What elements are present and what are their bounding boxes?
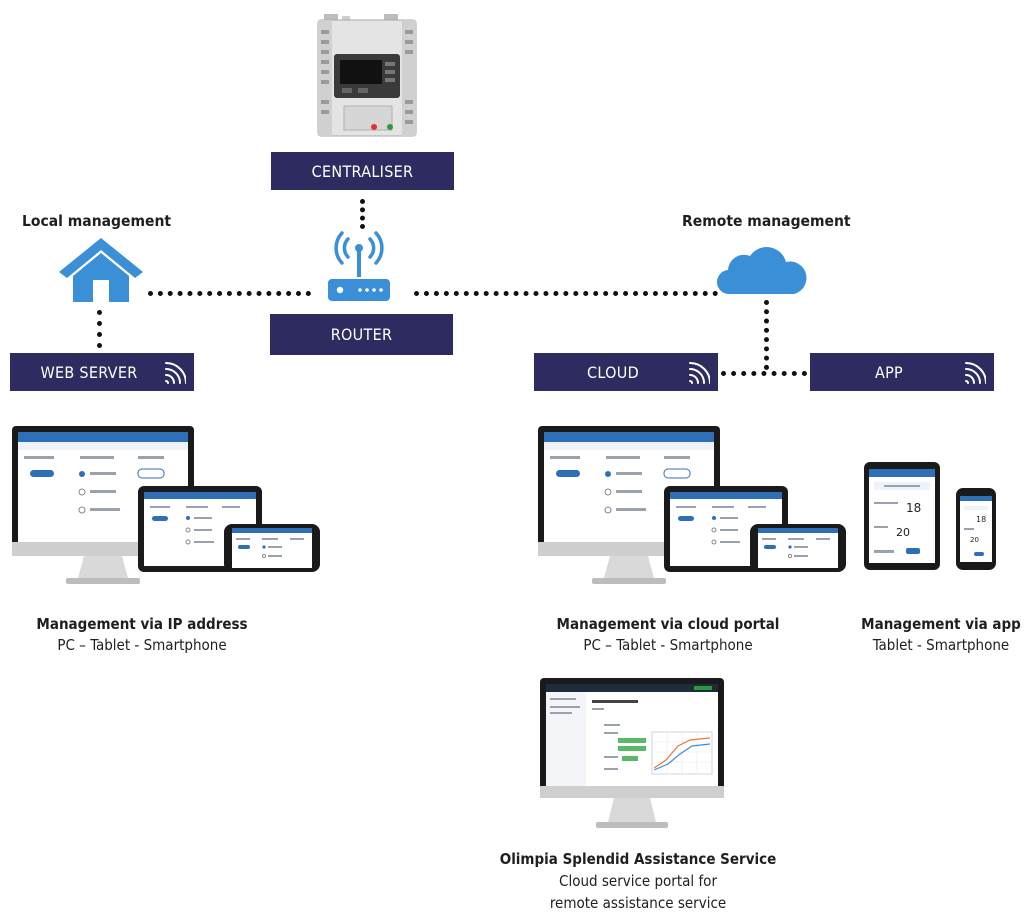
svg-text:18: 18 <box>976 515 986 524</box>
remote-management-heading: Remote management <box>682 212 851 230</box>
caption-assist: Olimpia Splendid Assistance Service Clou… <box>488 848 788 914</box>
app-box: APP <box>810 353 994 391</box>
router-icon <box>318 229 400 305</box>
caption-cloud-title: Management via cloud portal <box>556 615 780 633</box>
centraliser-box: CENTRALISER <box>271 152 454 190</box>
connector-cloud-down <box>764 300 769 370</box>
svg-text:18: 18 <box>906 501 921 515</box>
app-devices-illustration: 18 20 18 20 <box>862 460 998 572</box>
caption-app-title: Management via app <box>861 615 1021 633</box>
caption-cloud: Management via cloud portal PC – Tablet … <box>536 614 800 656</box>
connector-centraliser-router <box>360 199 365 229</box>
app-label: APP <box>874 362 904 382</box>
caption-app: Management via app Tablet - Smartphone <box>858 614 1024 656</box>
connector-house-router <box>148 291 311 296</box>
router-label: ROUTER <box>330 325 393 344</box>
caption-assist-sub2: remote assistance service <box>549 894 727 912</box>
assistance-monitor-illustration <box>538 676 728 836</box>
connector-cloud-app <box>721 371 807 376</box>
caption-ip-title: Management via IP address <box>36 615 248 633</box>
centraliser-device <box>314 14 420 142</box>
cloud-box: CLOUD <box>534 353 718 391</box>
caption-assist-title: Olimpia Splendid Assistance Service <box>499 850 777 868</box>
caption-assist-sub1: Cloud service portal for <box>559 872 717 890</box>
caption-ip: Management via IP address PC – Tablet - … <box>10 614 274 656</box>
house-icon <box>57 236 145 304</box>
caption-ip-sub: PC – Tablet - Smartphone <box>57 636 227 654</box>
wifi-icon <box>689 362 710 384</box>
svg-text:20: 20 <box>896 526 910 539</box>
caption-cloud-sub: PC – Tablet - Smartphone <box>583 636 753 654</box>
ip-devices-illustration <box>10 424 322 592</box>
svg-text:20: 20 <box>970 536 979 544</box>
wifi-icon <box>965 362 986 384</box>
router-box: ROUTER <box>270 314 453 355</box>
connector-router-cloud <box>414 291 718 296</box>
web-server-label: WEB SERVER <box>40 362 138 382</box>
centraliser-label: CENTRALISER <box>311 161 414 181</box>
caption-app-sub: Tablet - Smartphone <box>872 636 1010 654</box>
wifi-icon <box>165 362 186 384</box>
local-management-heading: Local management <box>22 212 172 230</box>
cloud-icon <box>716 240 808 296</box>
connector-house-webserver <box>97 310 102 348</box>
cloud-label: CLOUD <box>587 362 639 382</box>
cloud-devices-illustration <box>536 424 848 592</box>
web-server-box: WEB SERVER <box>10 353 194 391</box>
